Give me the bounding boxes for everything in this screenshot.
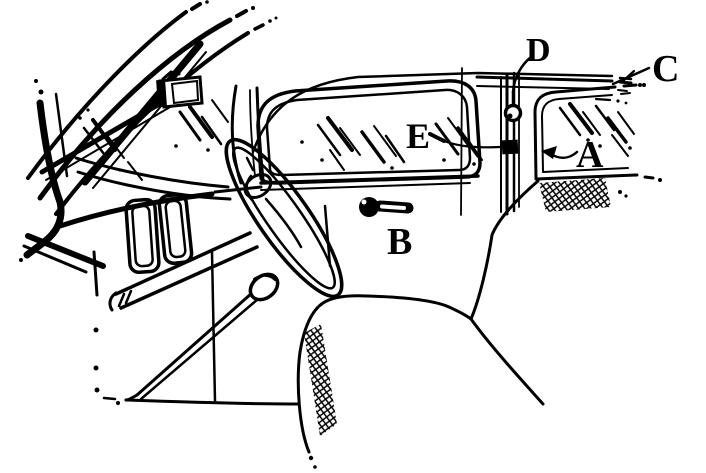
label-e: E [406,116,430,156]
label-d-leader [511,55,533,106]
cowl-lines [22,233,106,393]
gear-shift-lever [116,272,280,405]
steering-column [108,231,259,312]
label-b: B [387,221,412,263]
latch-plate [501,139,519,155]
quarter-glass-glare-hatching [558,102,635,157]
label-a: A [576,134,604,176]
steering-wheel [224,137,344,299]
lock-knob [503,103,523,123]
door-vent-slots [124,192,194,275]
label-a-leader [541,146,579,159]
door-glass-glare-hatching [300,116,483,171]
windshield-glass-edges [57,156,232,229]
seat [296,294,545,469]
rearview-mirror [156,70,204,109]
label-e-leader [428,132,502,149]
quarter-panel-hatch [539,178,628,212]
windshield-glare-hatching [78,99,229,181]
label-d: D [526,32,551,69]
label-c-leader [611,66,651,86]
door-handle [359,197,414,217]
left-door-pillar [19,79,69,262]
part-labels: A B C D E [387,32,679,263]
label-c: C [652,48,679,90]
b-pillar [469,70,540,321]
floor-line [102,396,301,406]
quarter-window-frame [533,83,662,182]
